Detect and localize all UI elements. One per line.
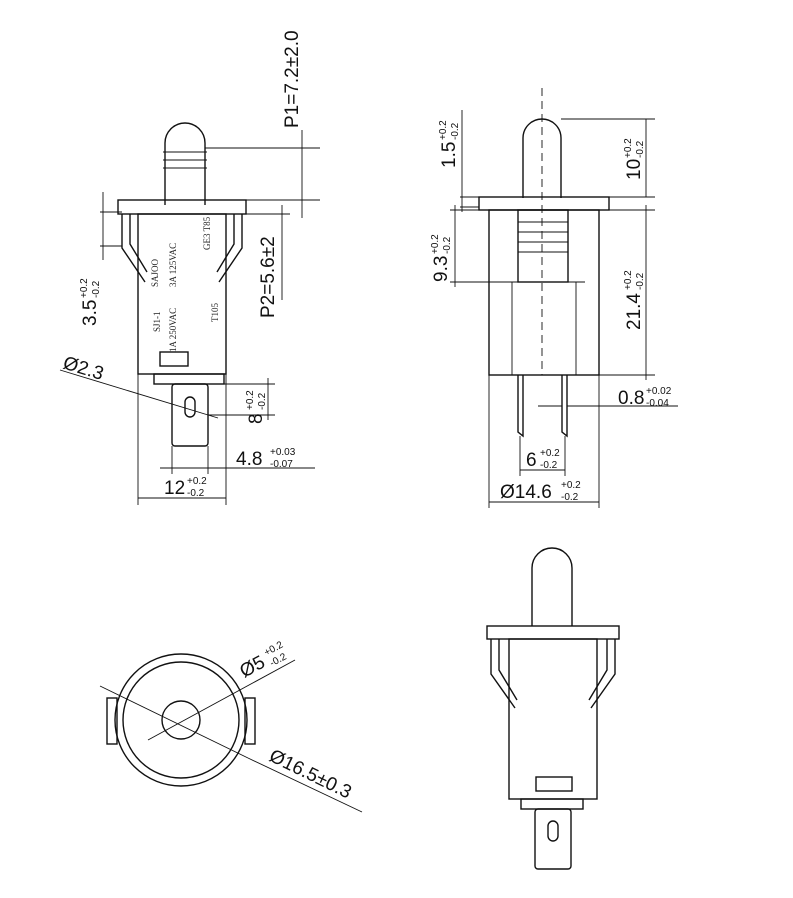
dim-6-base: 6: [526, 450, 537, 471]
dim-4.8-lower: -0.07: [270, 459, 293, 470]
dim-4.8-upper: +0.03: [270, 447, 296, 458]
dim-9.3-upper: +0.2: [430, 234, 441, 254]
dim-10-lower: -0.2: [635, 140, 646, 158]
side-view: 1.5 +0.2 -0.2 10 +0.2 -0.2 9.3 +0.2 -0.2…: [430, 88, 678, 508]
mark-rating2: 3A 125VAC: [168, 243, 178, 287]
dim-12-lower: -0.2: [187, 488, 205, 499]
dim-0.8-base: 0.8: [618, 388, 644, 409]
dim-14.6-upper: +0.2: [561, 480, 581, 491]
dim-3.5-lower: -0.2: [91, 280, 102, 298]
dim-p2: P2=5.6±2: [258, 236, 279, 318]
side-plunger-guide: [517, 209, 569, 283]
top-right-clip: [244, 697, 256, 745]
mark-rating1: 1A 250VAC: [168, 308, 178, 352]
outline-body: [508, 638, 598, 800]
outline-view: [486, 547, 620, 870]
dim-14.6-base: Ø14.6: [500, 482, 552, 503]
dim-1.5-lower: -0.2: [450, 122, 461, 140]
front-body: [137, 213, 227, 375]
front-terminal-base: [153, 373, 225, 385]
side-terminal-left: [517, 375, 524, 438]
front-flange: [117, 199, 247, 215]
dim-6-lower: -0.2: [540, 460, 558, 471]
outline-plunger: [531, 547, 573, 626]
top-plunger-circle: [161, 700, 201, 740]
outline-flange: [486, 625, 620, 640]
top-left-clip: [106, 697, 118, 745]
dim-1.5-upper: +0.2: [438, 120, 449, 140]
dim-3.5-base: 3.5: [80, 300, 101, 326]
dim-1.5-base: 1.5: [439, 142, 460, 168]
outline-window: [535, 776, 573, 792]
dim-14.6-lower: -0.2: [561, 492, 579, 503]
dim-4.8-base: 4.8: [236, 449, 262, 470]
front-view: SJ1-1 1A 250VAC SAJOO 3A 125VAC T105 GE3…: [59, 30, 320, 505]
side-flange: [478, 196, 610, 211]
dim-21.4-upper: +0.2: [623, 270, 634, 290]
dim-8-lower: -0.2: [257, 392, 268, 410]
dim-8-upper: +0.2: [245, 390, 256, 410]
mark-ge: GE3 T85: [202, 216, 212, 250]
dim-9.3-lower: -0.2: [442, 236, 453, 254]
dim-12-base: 12: [164, 478, 185, 499]
top-view: Ø5 +0.2 -0.2 Ø16.5±0.3: [99, 639, 363, 813]
outline-terminal: [534, 808, 572, 870]
dim-9.3-base: 9.3: [431, 256, 452, 282]
dim-3.5-upper: +0.2: [79, 278, 90, 298]
dim-16.5: Ø16.5±0.3: [266, 746, 355, 804]
dim-6-upper: +0.2: [540, 448, 560, 459]
outline-terminal-base: [520, 798, 584, 810]
dim-hole-dia: Ø2.3: [61, 353, 107, 385]
outline-left-clip: [490, 639, 518, 709]
outline-right-clip: [588, 639, 616, 709]
front-terminal-hole: [184, 396, 196, 418]
front-window: [159, 351, 189, 367]
outline-terminal-hole: [547, 820, 559, 842]
dim-12-upper: +0.2: [187, 476, 207, 487]
dim-10-base: 10: [624, 159, 645, 180]
side-plunger: [522, 118, 562, 198]
front-plunger: [164, 122, 206, 205]
mark-model: SJ1-1: [152, 311, 162, 332]
side-terminal-right: [561, 375, 568, 438]
side-body: [488, 209, 600, 376]
top-outer-circle: [114, 653, 248, 787]
dim-10-upper: +0.2: [623, 138, 634, 158]
mark-temp: T105: [210, 303, 220, 322]
dim-0.8-lower: -0.04: [646, 398, 669, 409]
top-inner-ring: [122, 661, 240, 779]
dim-p1: P1=7.2±2.0: [282, 30, 303, 128]
dim-21.4-base: 21.4: [624, 293, 645, 330]
dim-0.8-upper: +0.02: [646, 386, 672, 397]
dim-21.4-lower: -0.2: [635, 272, 646, 290]
front-left-clip: [121, 214, 148, 283]
dim-8-base: 8: [246, 413, 267, 424]
front-terminal: [171, 383, 209, 447]
front-right-clip: [216, 214, 243, 283]
dim-5-base: Ø5: [236, 652, 268, 682]
mark-brand: SAJOO: [150, 258, 160, 287]
